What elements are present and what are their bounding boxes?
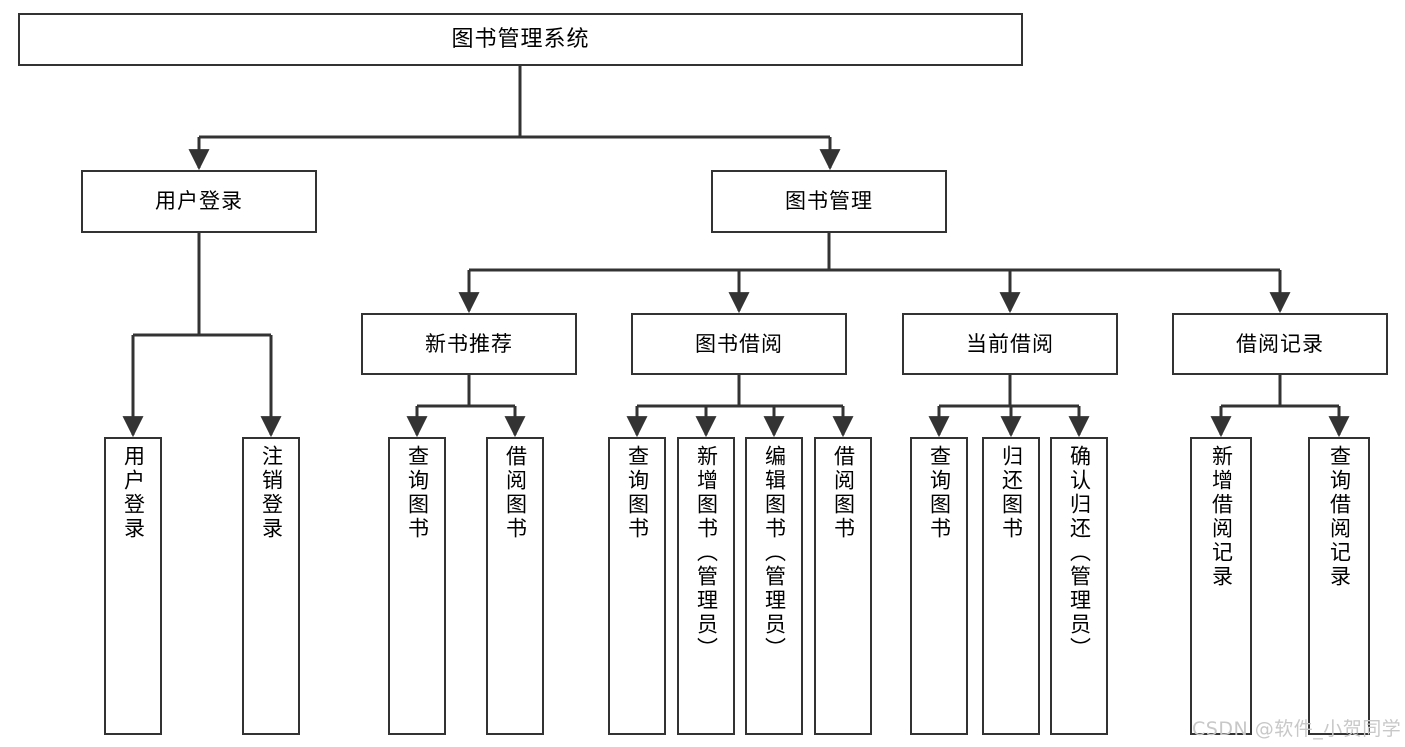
leaf-node[interactable]: 查询图书 [388,437,446,735]
leaf-node[interactable]: 注销登录 [242,437,300,735]
node-book-borrow-label: 图书借阅 [695,331,783,356]
node-book-management[interactable]: 图书管理 [711,170,947,233]
leaf-node[interactable]: 新增借阅记录 [1190,437,1252,735]
leaf-node[interactable]: 编辑图书（管理员） [745,437,803,735]
leaf-node-label: 用户登录 [121,445,146,541]
leaf-node-label: 借阅图书 [503,445,528,541]
leaf-node[interactable]: 查询图书 [910,437,968,735]
leaf-node-label: 归还图书 [999,445,1024,541]
leaf-node-label: 新增借阅记录 [1209,445,1234,589]
leaf-node-label: 查询图书 [625,445,650,541]
leaf-node-label: 新增图书（管理员） [694,445,719,661]
node-book-borrow[interactable]: 图书借阅 [631,313,847,375]
leaf-node[interactable]: 用户登录 [104,437,162,735]
node-user-login[interactable]: 用户登录 [81,170,317,233]
leaf-node[interactable]: 借阅图书 [486,437,544,735]
node-root[interactable]: 图书管理系统 [18,13,1023,66]
node-current-borrow[interactable]: 当前借阅 [902,313,1118,375]
leaf-node-label: 注销登录 [259,445,284,541]
leaf-node-label: 编辑图书（管理员） [762,445,787,661]
node-current-borrow-label: 当前借阅 [966,331,1054,356]
leaf-node[interactable]: 确认归还（管理员） [1050,437,1108,735]
leaf-node-label: 借阅图书 [831,445,856,541]
leaf-node[interactable]: 借阅图书 [814,437,872,735]
csdn-watermark: CSDN @软件_小贺同学 [1192,718,1402,740]
leaf-node-label: 查询图书 [927,445,952,541]
leaf-node[interactable]: 查询借阅记录 [1308,437,1370,735]
node-new-book-recommend-label: 新书推荐 [425,331,513,356]
leaf-node[interactable]: 查询图书 [608,437,666,735]
node-book-management-label: 图书管理 [785,189,873,214]
leaf-node-label: 确认归还（管理员） [1067,445,1092,661]
leaf-node-label: 查询图书 [405,445,430,541]
leaf-node[interactable]: 新增图书（管理员） [677,437,735,735]
node-root-label: 图书管理系统 [451,26,590,52]
node-borrow-record[interactable]: 借阅记录 [1172,313,1388,375]
node-user-login-label: 用户登录 [155,189,243,214]
node-borrow-record-label: 借阅记录 [1236,331,1324,356]
leaf-node[interactable]: 归还图书 [982,437,1040,735]
leaf-node-label: 查询借阅记录 [1327,445,1352,589]
node-new-book-recommend[interactable]: 新书推荐 [361,313,577,375]
